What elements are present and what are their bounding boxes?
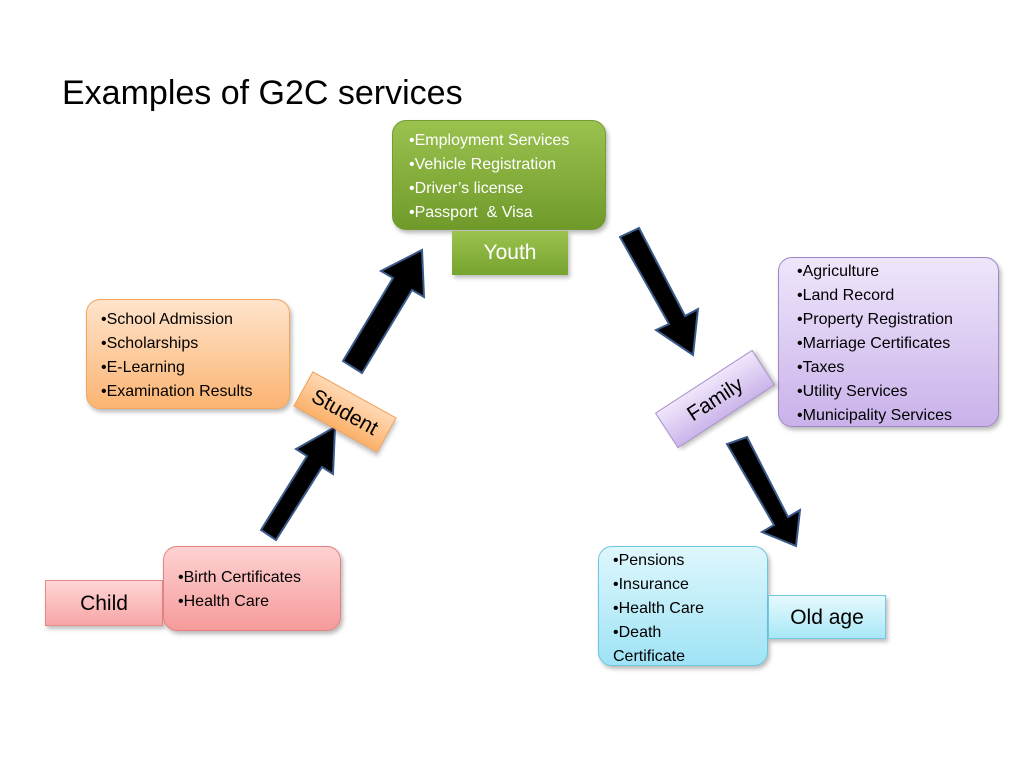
student-service-item: Scholarships [101,332,283,356]
family-service-item: Utility Services [797,380,992,404]
youth-label: Youth [452,231,568,275]
family-services-box: Agriculture Land Record Property Registr… [778,257,999,427]
youth-service-item: Driver’s license [409,177,593,201]
student-services-box: School Admission Scholarships E-Learning… [86,299,290,409]
youth-service-item: Vehicle Registration [409,153,593,177]
youth-services-box: Employment Services Vehicle Registration… [392,120,606,230]
youth-service-item: Passport & Visa [409,201,593,225]
old-age-label: Old age [768,595,886,639]
family-service-item: Land Record [797,284,992,308]
old-age-service-item: Health Care [613,597,761,621]
slide-title: Examples of G2C services [62,74,463,112]
old-age-service-item: Insurance [613,573,761,597]
family-service-item: Marriage Certificates [797,332,992,356]
family-service-item: Municipality Services [797,404,992,428]
child-label: Child [45,580,163,626]
youth-service-item: Employment Services [409,129,593,153]
family-service-item: Taxes [797,356,992,380]
student-service-item: School Admission [101,308,283,332]
family-service-item: Property Registration [797,308,992,332]
arrow-youth-to-family [618,226,700,357]
old-age-service-item: Death Certificate [613,621,733,669]
arrow-family-to-old-age [725,435,802,548]
arrow-child-to-student [259,425,337,542]
student-service-item: Examination Results [101,380,283,404]
child-service-item: Health Care [178,590,332,614]
child-services-box: Birth Certificates Health Care [163,546,341,631]
child-service-item: Birth Certificates [178,566,332,590]
student-service-item: E-Learning [101,356,283,380]
old-age-service-item: Pensions [613,549,761,573]
arrow-student-to-youth [341,248,426,375]
old-age-services-box: Pensions Insurance Health Care Death Cer… [598,546,768,666]
family-service-item: Agriculture [797,260,992,284]
